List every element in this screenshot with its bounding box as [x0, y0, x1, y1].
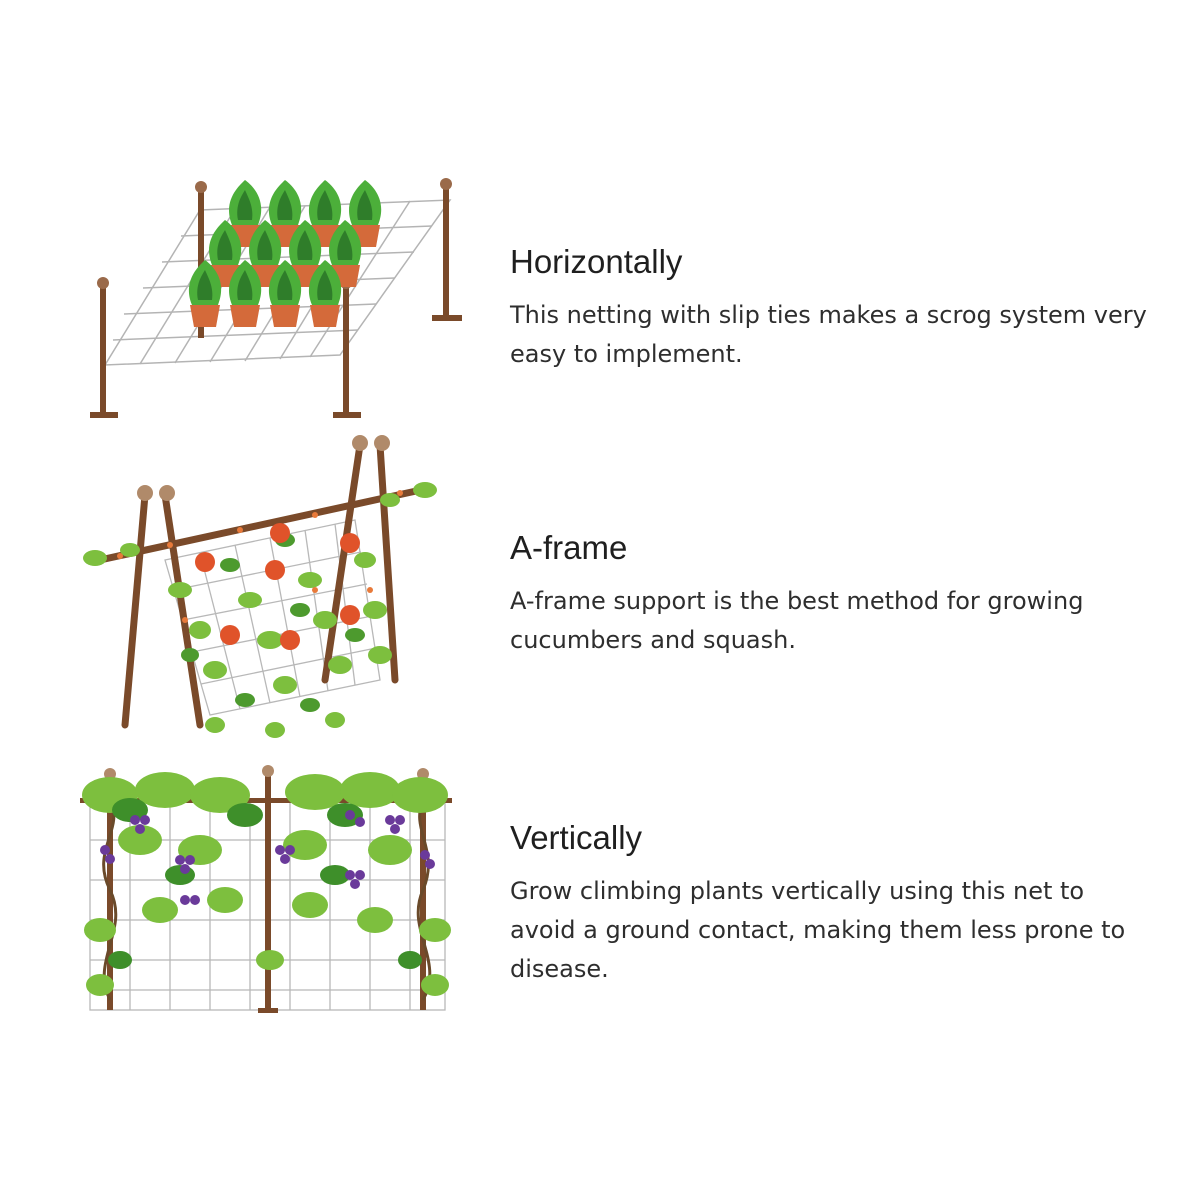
section-description: Grow climbing plants vertically using th… — [510, 876, 1126, 983]
section-title: A-frame — [510, 529, 628, 566]
horizontal-trellis-icon — [70, 170, 470, 430]
section-a-frame: A-frame A-frame support is the best meth… — [0, 430, 1200, 760]
horizontally-text: Horizontally This netting with slip ties… — [510, 242, 1150, 374]
section-title: Horizontally — [510, 243, 683, 280]
section-horizontally: Horizontally This netting with slip ties… — [0, 170, 1200, 430]
vertical-trellis-icon — [70, 760, 470, 1030]
a-frame-text: A-frame A-frame support is the best meth… — [510, 528, 1150, 660]
a-frame-trellis-icon — [70, 430, 470, 760]
vertically-text: Vertically Grow climbing plants vertical… — [510, 818, 1150, 989]
section-title: Vertically — [510, 819, 643, 856]
section-description: A-frame support is the best method for g… — [510, 586, 1084, 654]
section-vertically: Vertically Grow climbing plants vertical… — [0, 760, 1200, 1030]
section-description: This netting with slip ties makes a scro… — [510, 300, 1147, 368]
